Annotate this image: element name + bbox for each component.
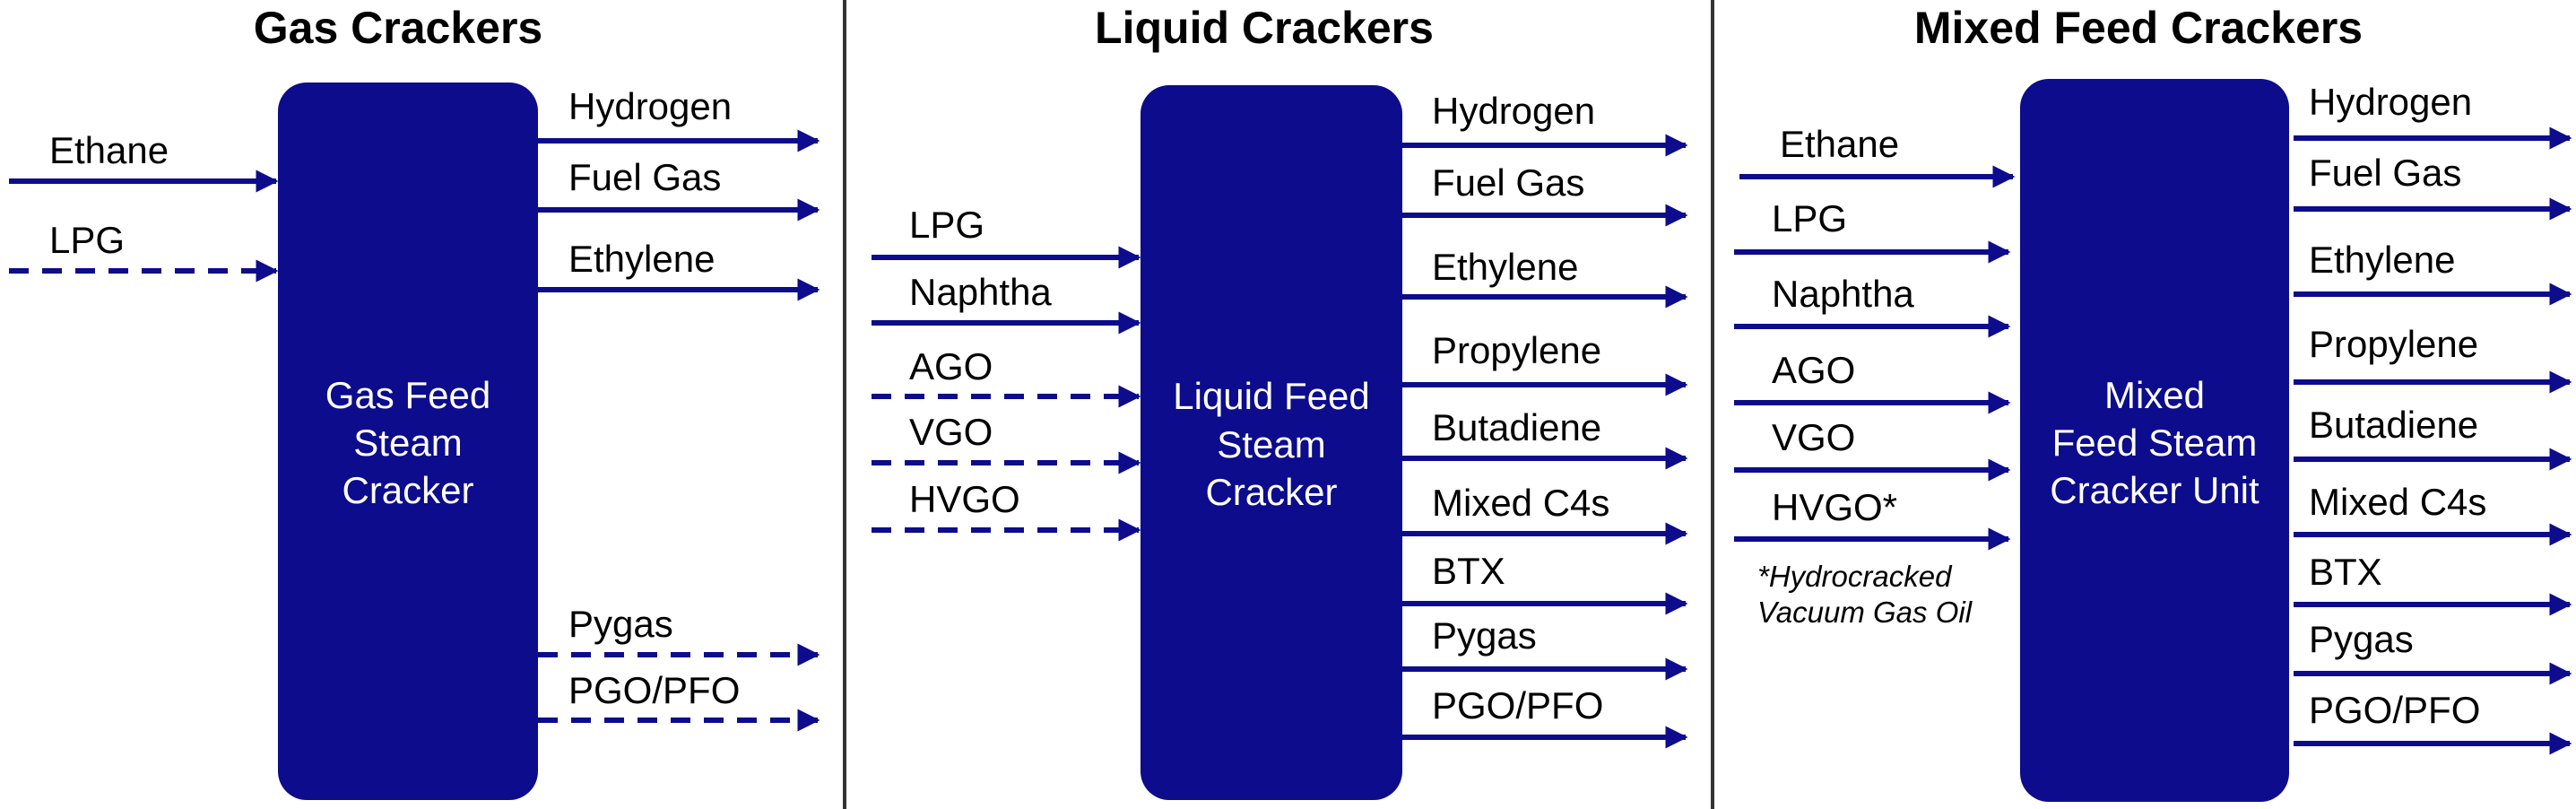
panel-title: Gas Crackers — [254, 3, 542, 53]
output-stream: Mixed C4s — [1402, 482, 1688, 545]
input-stream: Ethane — [9, 129, 279, 193]
output-stream: Hydrogen — [1402, 90, 1688, 157]
input-label: AGO — [1772, 349, 1855, 391]
output-stream: Ethylene — [1402, 246, 1688, 309]
output-stream: Butadiene — [1402, 406, 1688, 470]
output-stream: Pygas — [538, 603, 820, 666]
cracker-box — [2020, 79, 2289, 802]
input-label: VGO — [909, 411, 993, 453]
output-stream: Propylene — [1402, 329, 1688, 396]
output-stream: PGO/PFO — [1402, 684, 1688, 749]
output-label: PGO/PFO — [568, 669, 740, 711]
input-stream: Naphtha — [1734, 273, 2011, 338]
input-stream: LPG — [9, 219, 279, 283]
output-stream: Hydrogen — [2294, 81, 2572, 150]
output-stream: Ethylene — [2294, 239, 2572, 306]
box-label-line: Steam — [353, 422, 462, 464]
output-label: Butadiene — [2309, 404, 2478, 446]
box-label-line: Cracker Unit — [2050, 469, 2259, 511]
output-label: Ethylene — [568, 238, 715, 280]
output-label: Mixed C4s — [1432, 482, 1609, 524]
output-label: Fuel Gas — [568, 156, 721, 198]
output-label: Pygas — [1432, 614, 1537, 657]
box-label-line: Steam — [1217, 423, 1325, 465]
output-stream: Butadiene — [2294, 404, 2572, 471]
footnote-line: Vacuum Gas Oil — [1757, 596, 1973, 629]
input-stream: Ethane — [1739, 123, 2016, 188]
output-stream: Fuel Gas — [1402, 161, 1688, 227]
output-label: Mixed C4s — [2309, 481, 2486, 523]
input-label: LPG — [909, 204, 984, 246]
output-label: Hydrogen — [568, 85, 732, 127]
cracker-box — [1141, 85, 1402, 800]
input-stream: VGO — [1734, 416, 2011, 482]
panel-gas-crackers: Gas Crackers Gas Feed Steam Cracker Etha… — [9, 3, 820, 800]
input-stream: HVGO* — [1734, 486, 2011, 551]
input-stream: LPG — [1734, 197, 2011, 264]
input-label: HVGO — [909, 478, 1020, 520]
box-label-line: Cracker — [1205, 471, 1337, 513]
output-label: Butadiene — [1432, 406, 1601, 448]
input-stream: AGO — [872, 345, 1141, 408]
output-label: Hydrogen — [2309, 81, 2472, 123]
input-label: Ethane — [49, 129, 169, 171]
output-label: Fuel Gas — [2309, 152, 2461, 194]
input-stream: LPG — [872, 204, 1141, 269]
input-stream: AGO — [1734, 349, 2011, 414]
output-stream: BTX — [1402, 550, 1688, 615]
output-stream: Hydrogen — [538, 85, 820, 152]
output-label: Ethylene — [2309, 239, 2455, 281]
input-stream: HVGO — [872, 478, 1141, 542]
output-stream: Pygas — [2294, 618, 2572, 685]
output-label: PGO/PFO — [1432, 684, 1603, 726]
box-label-line: Liquid Feed — [1173, 375, 1370, 417]
input-label: LPG — [1772, 197, 1847, 239]
output-label: PGO/PFO — [2309, 689, 2480, 731]
input-stream: VGO — [872, 411, 1141, 474]
output-stream: PGO/PFO — [538, 669, 820, 732]
output-stream: Fuel Gas — [538, 156, 820, 222]
output-stream: PGO/PFO — [2294, 689, 2572, 755]
output-label: Pygas — [2309, 618, 2414, 660]
output-label: Hydrogen — [1432, 90, 1595, 132]
output-label: Pygas — [568, 603, 673, 645]
output-label: Propylene — [1432, 329, 1601, 371]
input-label: Naphtha — [1772, 273, 1914, 315]
panel-title: Liquid Crackers — [1095, 3, 1434, 53]
output-stream: BTX — [2294, 551, 2572, 616]
box-label-line: Mixed — [2104, 374, 2205, 416]
input-label: LPG — [49, 219, 125, 261]
input-label: AGO — [909, 345, 993, 387]
input-label: Ethane — [1780, 123, 1899, 165]
output-stream: Pygas — [1402, 614, 1688, 681]
box-label-line: Feed Steam — [2052, 422, 2258, 464]
panel-liquid-crackers: Liquid Crackers Liquid Feed Steam Cracke… — [872, 3, 1688, 800]
output-stream: Ethylene — [538, 238, 820, 301]
footnote-line: *Hydrocracked — [1757, 560, 1953, 593]
input-label: Naphtha — [909, 271, 1052, 313]
output-stream: Mixed C4s — [2294, 481, 2572, 546]
panel-mixed-feed-crackers: Mixed Feed Crackers Mixed Feed Steam Cra… — [1734, 3, 2572, 802]
input-stream: Naphtha — [872, 271, 1141, 335]
box-label-line: Cracker — [342, 469, 473, 511]
input-label: VGO — [1772, 416, 1855, 458]
output-label: Propylene — [2309, 323, 2478, 365]
output-label: BTX — [1432, 550, 1505, 592]
panel-title: Mixed Feed Crackers — [1914, 3, 2363, 53]
output-stream: Fuel Gas — [2294, 152, 2572, 221]
output-label: Fuel Gas — [1432, 161, 1584, 204]
cracker-box — [278, 83, 538, 800]
output-label: Ethylene — [1432, 246, 1578, 288]
output-stream: Propylene — [2294, 323, 2572, 394]
input-label: HVGO* — [1772, 486, 1897, 528]
output-label: BTX — [2309, 551, 2382, 593]
box-label-line: Gas Feed — [325, 374, 490, 416]
